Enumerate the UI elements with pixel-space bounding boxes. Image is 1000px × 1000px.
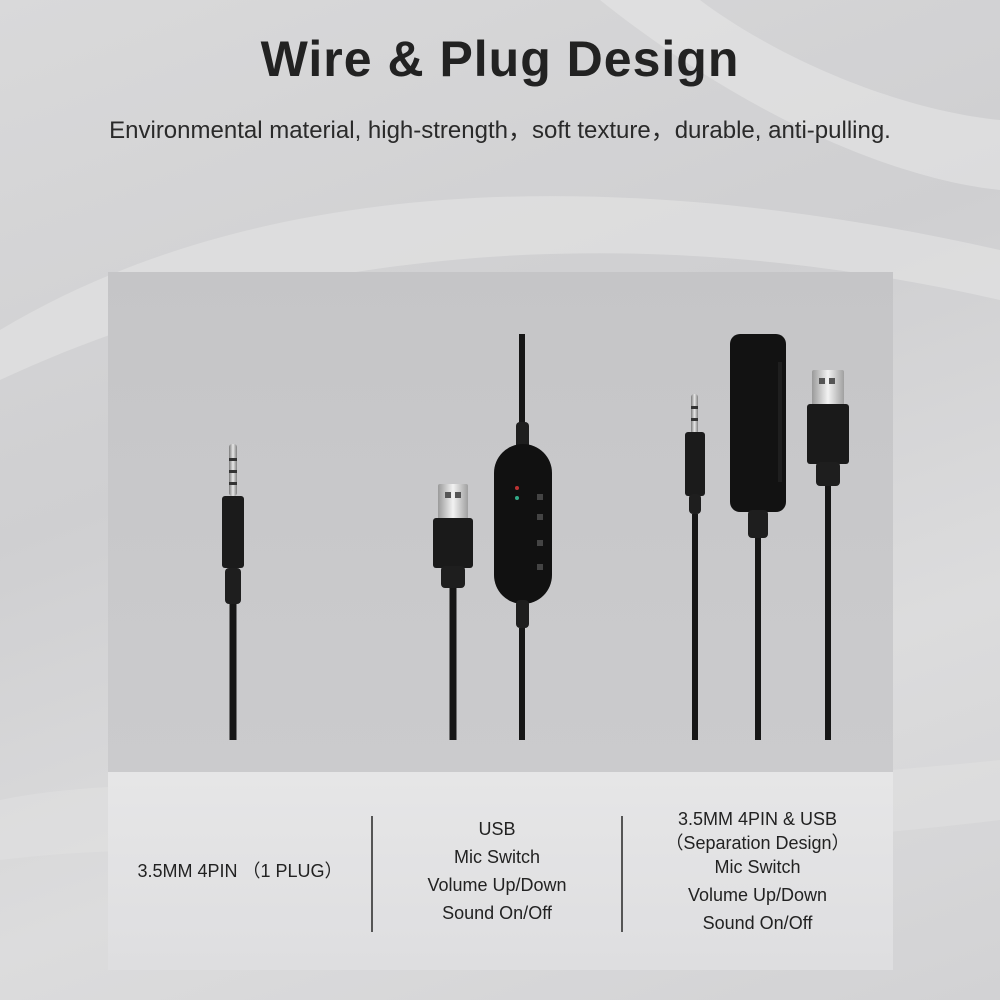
caption-line: Volume Up/Down [687, 885, 828, 905]
caption-line: Mic Switch [453, 847, 540, 867]
inline-controller-icon [494, 334, 552, 740]
caption-divider [621, 816, 623, 932]
caption-separation-design: 3.5MM 4PIN & USB （Separation Design） Mic… [622, 772, 893, 970]
caption-line: Sound On/Off [702, 913, 813, 933]
caption-line: 3.5MM 4PIN （1 PLUG） [137, 861, 343, 881]
separation-audio-jack-icon [685, 394, 705, 740]
separation-usb-plug-icon [807, 370, 849, 740]
caption-line: USB [478, 819, 516, 839]
caption-line: 3.5MM 4PIN & USB [677, 809, 838, 829]
page-subtitle: Environmental material, high-strength，so… [109, 117, 891, 144]
caption-35mm-plug: 3.5MM 4PIN （1 PLUG） [108, 772, 372, 970]
caption-usb: USB Mic Switch Volume Up/Down Sound On/O… [372, 772, 622, 970]
caption-line: Mic Switch [714, 857, 801, 877]
cable-photo-panel [108, 272, 893, 772]
page-title: Wire & Plug Design [260, 31, 740, 87]
caption-divider [371, 816, 373, 932]
cables-illustration [222, 334, 849, 740]
caption-line: Sound On/Off [442, 903, 552, 923]
audio-jack-icon [222, 444, 244, 740]
usb-plug-icon [433, 484, 473, 740]
caption-line: Volume Up/Down [427, 875, 567, 895]
separation-controller-icon [730, 334, 786, 740]
caption-panel: 3.5MM 4PIN （1 PLUG） USB Mic Switch Volum… [108, 772, 893, 970]
caption-line: （Separation Design） [665, 833, 850, 853]
